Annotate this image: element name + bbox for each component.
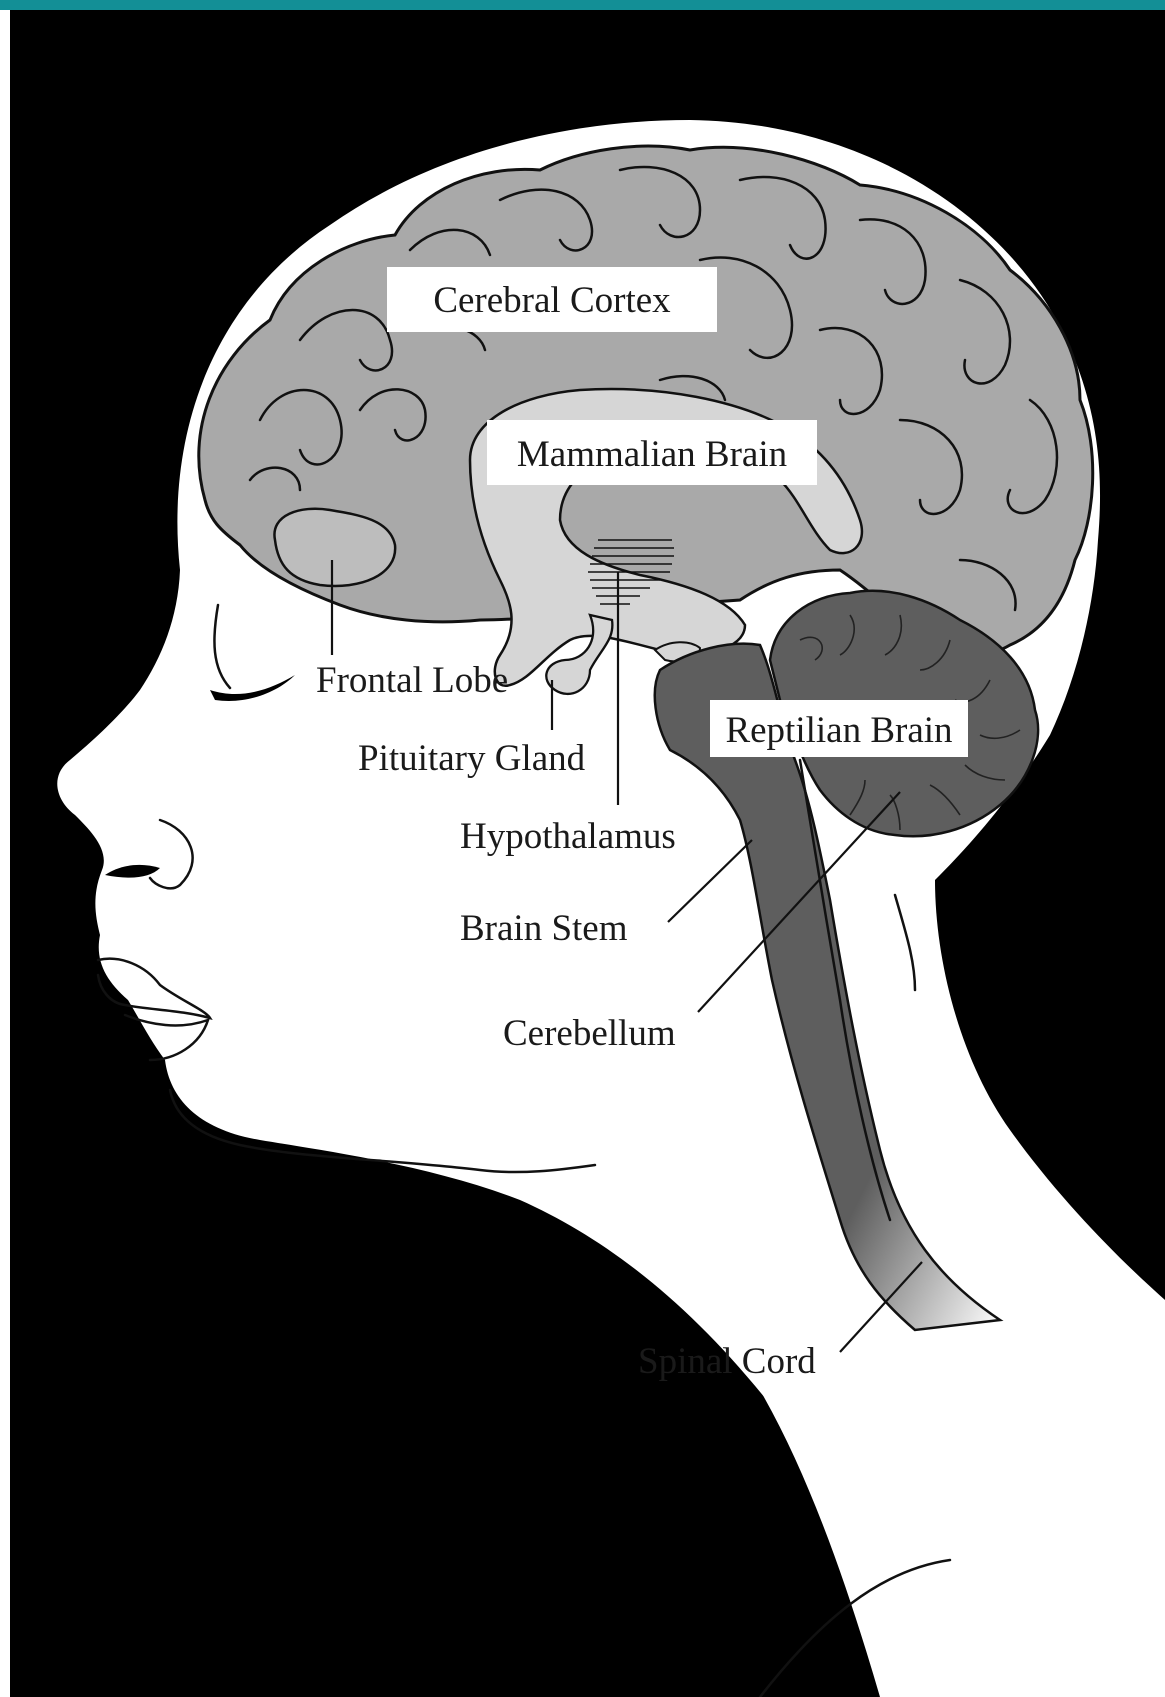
hypothalamus-label: Hypothalamus — [460, 816, 676, 857]
cerebral-cortex-label: Cerebral Cortex — [433, 280, 671, 321]
spinal-cord-label: Spinal Cord — [638, 1341, 816, 1382]
frontal-lobe-label: Frontal Lobe — [316, 660, 508, 701]
reptilian-brain-label: Reptilian Brain — [725, 710, 952, 751]
brain-stem-label: Brain Stem — [460, 908, 628, 949]
mammalian-brain-label: Mammalian Brain — [517, 434, 787, 475]
left-margin-strip — [0, 10, 10, 1697]
cerebellum-label: Cerebellum — [503, 1013, 676, 1054]
pituitary-gland-label: Pituitary Gland — [358, 738, 586, 779]
accent-bar — [0, 0, 1165, 10]
